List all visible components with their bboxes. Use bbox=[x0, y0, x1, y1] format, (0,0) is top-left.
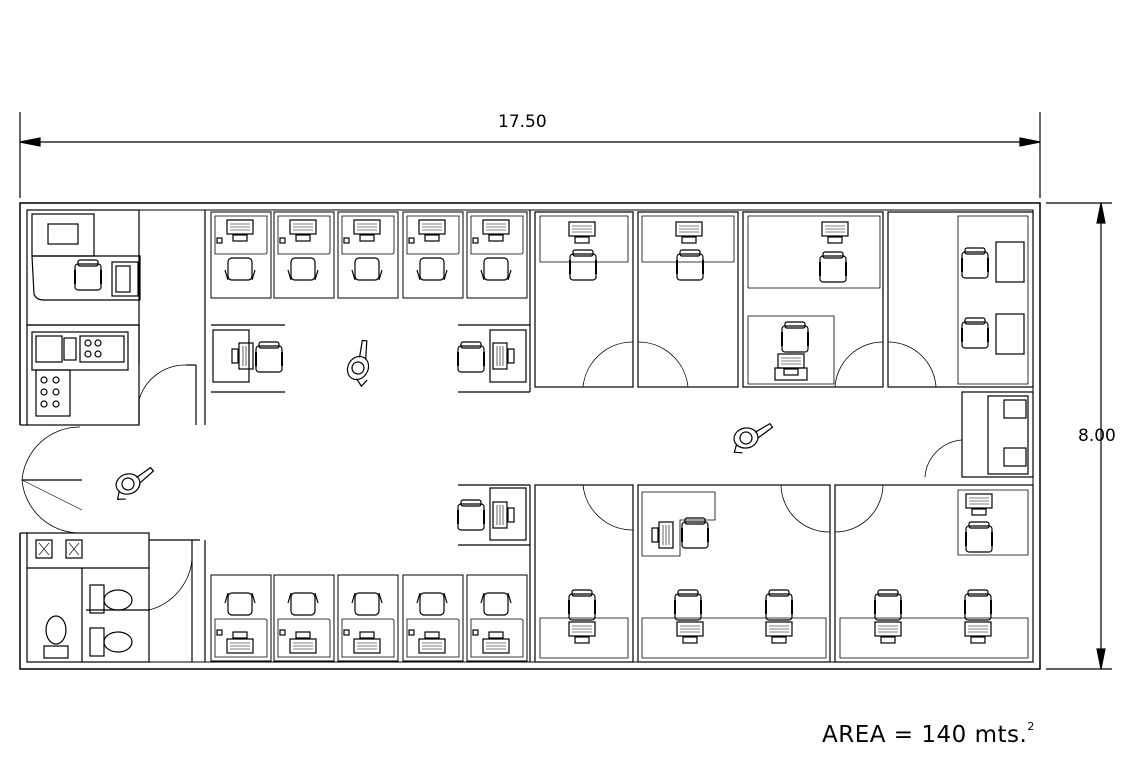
area-superscript: 2 bbox=[1027, 720, 1035, 733]
interior-partitions bbox=[204, 210, 531, 662]
side-desks bbox=[212, 329, 527, 541]
manager-office bbox=[26, 209, 141, 326]
area-text: AREA = 140 mts. bbox=[822, 722, 1028, 748]
kitchenette bbox=[26, 324, 197, 426]
private-offices-bottom bbox=[534, 484, 1034, 663]
cubicles-bottom-row bbox=[210, 574, 528, 662]
private-offices-top bbox=[534, 211, 1034, 388]
cubicles-top-row bbox=[210, 211, 528, 299]
dimension-width bbox=[19, 112, 1041, 198]
area-label: AREA = 140 mts.2 bbox=[822, 720, 1035, 748]
entrance-door bbox=[21, 426, 83, 534]
person-figures bbox=[111, 338, 777, 502]
restrooms bbox=[26, 532, 200, 663]
storage-closet bbox=[924, 391, 1034, 478]
height-dimension-label: 8.00 bbox=[1078, 426, 1116, 446]
dimension-height bbox=[1046, 202, 1112, 670]
width-dimension-label: 17.50 bbox=[498, 112, 547, 132]
